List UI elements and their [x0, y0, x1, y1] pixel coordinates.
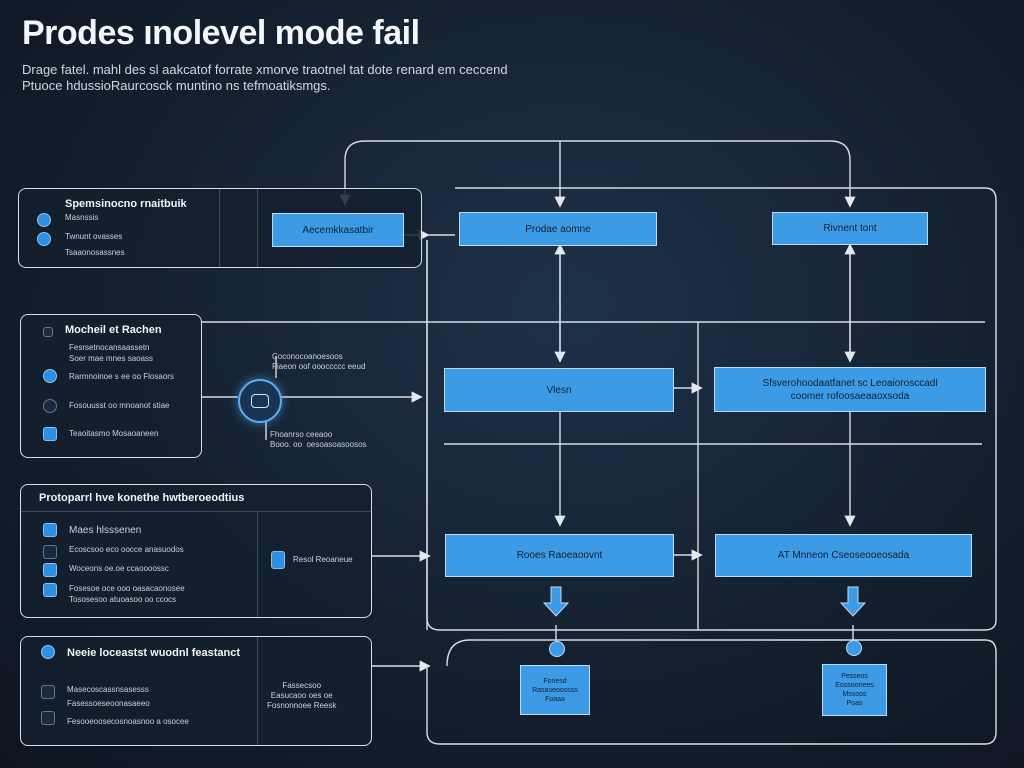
flow-box-b: Prodae aomne [459, 212, 657, 246]
flow-box-f: Rooes Raoeaoovnt [445, 534, 674, 577]
output-box-left: Fonesd Rasaseoossss Foaaa [520, 665, 590, 715]
node-icon [271, 551, 285, 569]
panel-divider [257, 511, 258, 617]
panel-title: Neeie loceastst wuodnl feastanct [67, 647, 240, 659]
panel-network: Neeie loceastst wuodnl feastanct Masecos… [20, 636, 372, 746]
node-icon [43, 327, 53, 337]
hub-icon [251, 394, 269, 408]
flow-box-a: Aecemkkasatbir [272, 213, 404, 247]
panel-row: Tososesoo atuoasoo oo ccocs [69, 595, 177, 604]
page-title: Prodes ınolevel mode fail [22, 14, 420, 52]
node-icon [43, 427, 57, 441]
panel-row: Teaoitasmo Mosaoaneen [69, 429, 159, 438]
panel-row: Woceons oe.oe ccaoooossc [69, 564, 169, 573]
node-icon [37, 213, 51, 227]
hub-node [238, 379, 282, 423]
hub-note-bottom: Fhoanrso ceeaoo Booo. oo oesoasoasoosos [270, 430, 367, 449]
node-icon [43, 545, 57, 559]
flow-box-e: Sfsverohoodaatfanet sc Leoaiorosccadl co… [714, 367, 986, 412]
node-icon [43, 399, 57, 413]
panel-model: Mocheil et Rachen Fesrsetnocansaassetn S… [20, 314, 202, 458]
node-icon [43, 583, 57, 597]
panel-row: Rarmnoinoe s ee oo Flosaors [69, 372, 174, 381]
panel-row: Fesrsetnocansaassetn [69, 343, 150, 352]
flow-box-c: Rivnent tont [772, 212, 928, 245]
output-node [846, 640, 862, 656]
node-icon [41, 711, 55, 725]
panel-divider [219, 189, 220, 267]
panel-row: Masnssis [65, 213, 99, 222]
flow-box-d: Vlesn [444, 368, 674, 412]
panel-divider [21, 511, 371, 512]
output-node [549, 641, 565, 657]
panel-row: Twnunt ovasses [65, 232, 123, 241]
flow-box-g: AT Mnneon Cseoseooeosada [715, 534, 972, 577]
panel-row: Fosesoe oce ooo oasacaonosee [69, 584, 185, 593]
subtitle-line-2: Ptuoce hdussioRaurcosck muntino ns tefmo… [22, 78, 331, 93]
node-icon [37, 232, 51, 246]
panel-divider [257, 189, 258, 267]
panel-title: Spemsinocno rnaitbuik [65, 198, 187, 210]
panel-row: Tsaaonosassnes [65, 248, 125, 257]
panel-protocol: Protoparrl hve konethe hwtberoeodtius Ma… [20, 484, 372, 618]
panel-side-label: Fassecsoo Easucaoo oes oe Fosnonnoee Ree… [267, 681, 337, 710]
node-icon [41, 685, 55, 699]
panel-row: Fasessoeseoonasaeeo [67, 699, 150, 708]
panel-row: Fosouusst oo mnoanot stiae [69, 401, 170, 410]
panel-row: Fesooeoosecosnoasnoo a osocee [67, 717, 189, 726]
panel-title: Mocheil et Rachen [65, 324, 162, 336]
hub-note-top: Coconocoanoesoos Fiaeon oof oooccccc eeu… [272, 352, 366, 371]
node-icon [43, 523, 57, 537]
node-icon [43, 369, 57, 383]
subtitle-line-1: Drage fatel. mahl des sl aakcatof forrat… [22, 62, 508, 77]
node-icon [43, 563, 57, 577]
panel-row: Masecoscassnsasesss [67, 685, 149, 694]
panel-row: Ecoscsoo eco oocce anasuodos [69, 545, 184, 554]
panel-row: Soer mae mnes saoass [69, 354, 154, 363]
panel-row: Maes hlsssenen [69, 525, 142, 536]
node-icon [41, 645, 55, 659]
page-subtitle: Drage fatel. mahl des sl aakcatof forrat… [22, 62, 508, 94]
panel-side-label: Resol Reoaneue [293, 555, 353, 564]
panel-title: Protoparrl hve konethe hwtberoeodtius [39, 492, 245, 504]
output-box-right: Pesseos Eossoonees Mssoos Poas [822, 664, 887, 716]
panel-divider [257, 637, 258, 745]
